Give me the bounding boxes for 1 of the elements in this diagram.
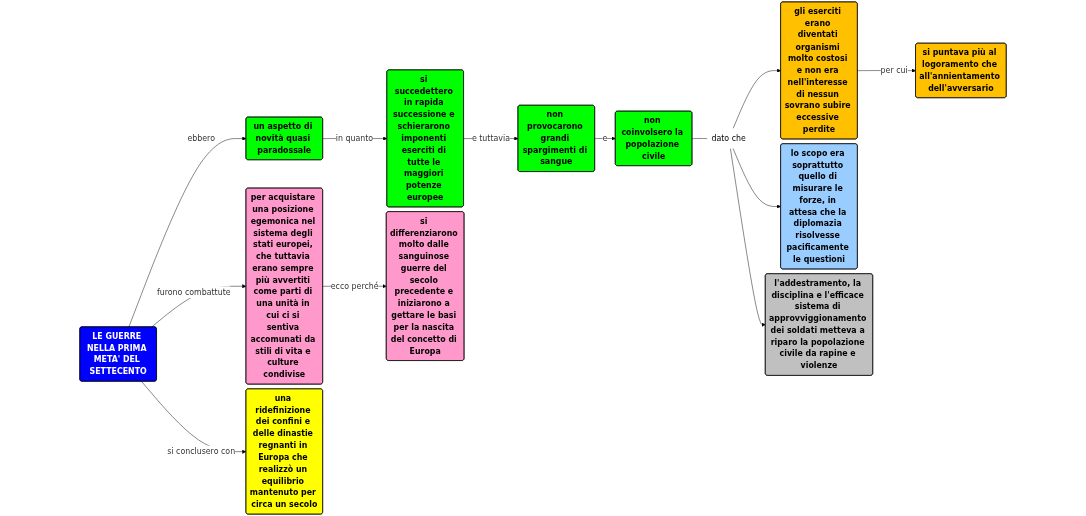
connector xyxy=(692,138,709,139)
